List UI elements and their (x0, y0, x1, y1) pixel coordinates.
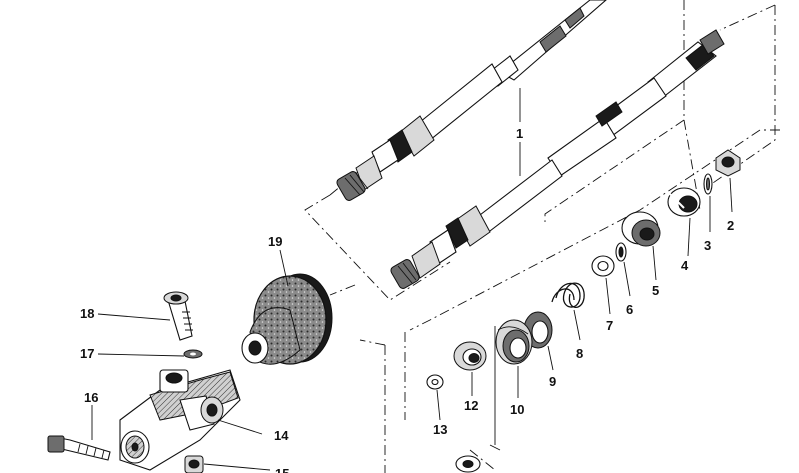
callout-labels: 1 2 3 4 5 6 7 8 9 10 15 12 13 14 16 17 1… (80, 126, 734, 473)
callout-18: 18 (80, 306, 94, 321)
callout-13: 13 (433, 422, 447, 437)
universal-joint (47, 369, 241, 473)
rubber-boot (241, 273, 333, 365)
callout-19: 19 (268, 234, 282, 249)
callout-9: 9 (549, 374, 556, 389)
assembly-boundary-lines (304, 0, 780, 473)
upper-steering-shaft (336, 0, 607, 201)
callout-2: 2 (727, 218, 734, 233)
callout-4: 4 (681, 258, 689, 273)
leader-lines (91, 88, 733, 471)
callout-1: 1 (516, 126, 523, 141)
bolt-and-washer (163, 291, 203, 359)
callout-17: 17 (80, 346, 94, 361)
callout-3: 3 (704, 238, 711, 253)
callout-16: 16 (84, 390, 98, 405)
callout-10: 10 (510, 402, 524, 417)
callout-8: 8 (576, 346, 583, 361)
bearing-parts-stack (426, 149, 741, 473)
callout-7: 7 (606, 318, 613, 333)
callout-12: 12 (464, 398, 478, 413)
callout-15: 15 (275, 466, 289, 473)
lower-steering-shaft (390, 29, 725, 289)
callout-5: 5 (652, 283, 659, 298)
callout-6: 6 (626, 302, 633, 317)
callout-14: 14 (274, 428, 289, 443)
